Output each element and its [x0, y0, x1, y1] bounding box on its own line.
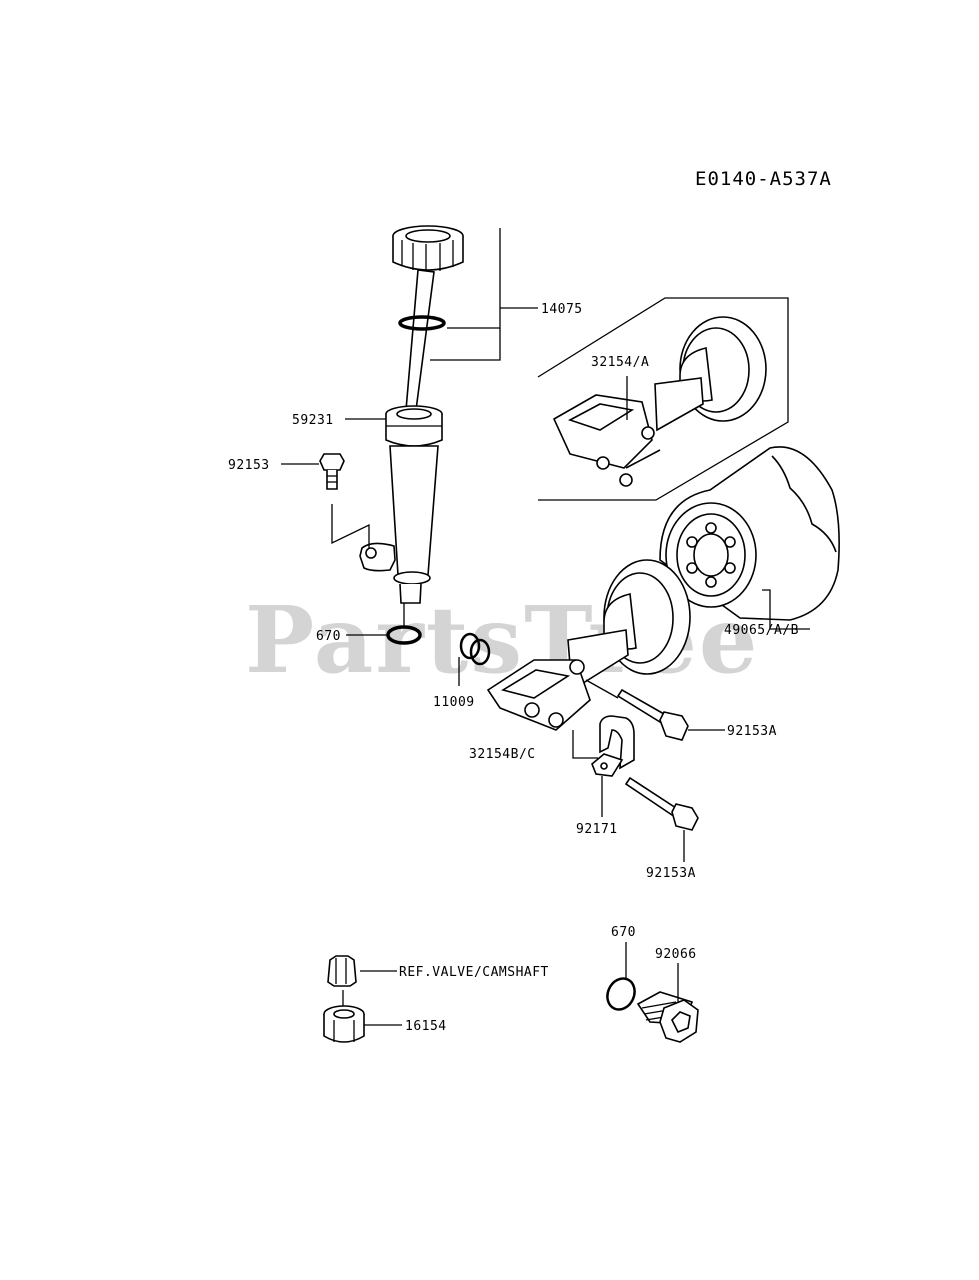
label-92066: 92066	[655, 947, 697, 962]
label-92153a-upper: 92153A	[727, 724, 777, 739]
gear-ref-part[interactable]	[327, 955, 357, 987]
bolt-92153a-lower[interactable]	[624, 776, 699, 831]
label-11009: 11009	[433, 695, 475, 710]
label-670-upper: 670	[316, 629, 341, 644]
dipstick-cap-part[interactable]	[392, 225, 464, 411]
oil-filter-adapter-32154bc[interactable]	[486, 559, 691, 731]
label-49065: 49065/A/B	[724, 623, 799, 638]
label-59231: 59231	[292, 413, 334, 428]
diagram-code: E0140-A537A	[695, 168, 832, 190]
o-ring-670-lower[interactable]	[602, 974, 639, 1014]
label-ref-valve-camshaft: REF.VALVE/CAMSHAFT	[399, 965, 549, 980]
inset-box	[537, 297, 789, 501]
label-32154a: 32154/A	[591, 355, 649, 370]
label-92153a-lower: 92153A	[646, 866, 696, 881]
label-16154: 16154	[405, 1019, 447, 1034]
label-670-lower: 670	[611, 925, 636, 940]
seal-11009-part[interactable]	[459, 632, 491, 666]
label-92171: 92171	[576, 822, 618, 837]
bolt-92153-part[interactable]	[319, 453, 345, 490]
oil-filter-part[interactable]	[659, 446, 840, 621]
label-92153: 92153	[228, 458, 270, 473]
part-16154[interactable]	[323, 1005, 365, 1043]
oil-filter-adapter-32154a[interactable]	[552, 316, 767, 487]
dipstick-tube-part[interactable]	[359, 405, 443, 604]
label-32154bc: 32154B/C	[469, 747, 536, 762]
label-14075: 14075	[541, 302, 583, 317]
clamp-92171-part[interactable]	[591, 715, 635, 777]
bolt-92153a-upper[interactable]	[616, 688, 689, 741]
drain-plug-part[interactable]	[636, 991, 699, 1043]
